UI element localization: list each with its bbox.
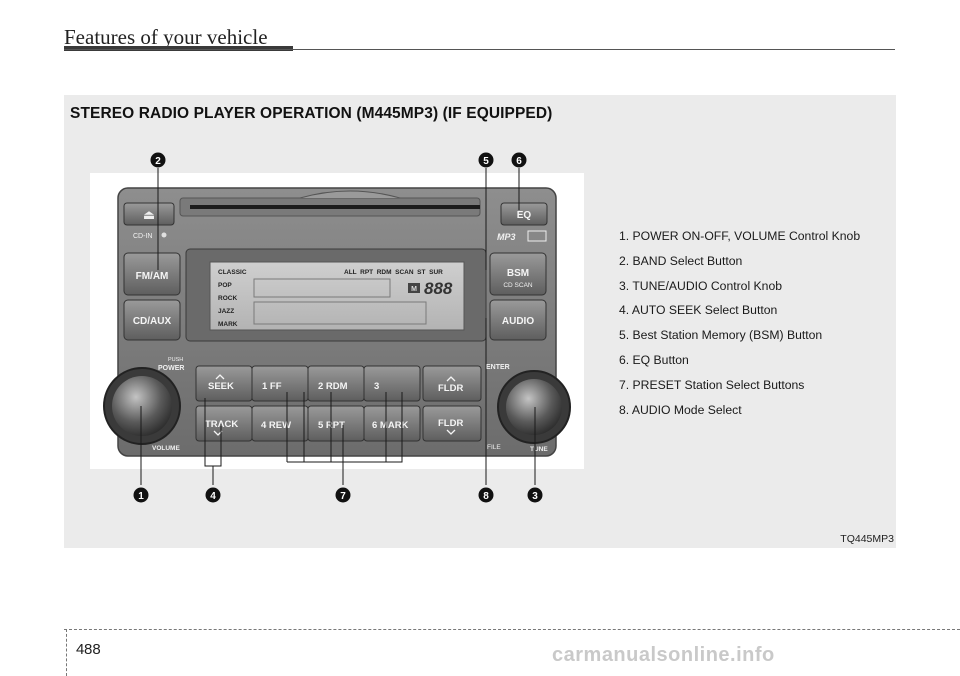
display-mode-item: CLASSIC	[218, 269, 247, 276]
callout-7-label: 7	[340, 491, 346, 502]
fldr-up-button[interactable]	[422, 365, 482, 402]
cd-in-label: CD-IN	[133, 233, 152, 240]
legend-item-bsm: 5. Best Station Memory (BSM) Button	[619, 328, 823, 343]
legend-item-preset: 7. PRESET Station Select Buttons	[619, 377, 805, 392]
callout-5	[478, 152, 494, 168]
cd-aux-label: CD/AUX	[133, 316, 172, 327]
eq-label: EQ	[517, 210, 532, 221]
cd-in-indicator	[161, 232, 167, 238]
footer-vertical-divider	[66, 629, 67, 676]
display-mode-item: POP	[218, 282, 232, 289]
seek-up-chevron-icon	[215, 374, 225, 380]
bsm-label: BSM	[507, 268, 529, 279]
legend-item-audio-mode: 8. AUDIO Mode Select	[619, 402, 742, 417]
file-label: FILE	[487, 444, 501, 451]
callout-6-label: 6	[516, 156, 522, 167]
eq-button[interactable]	[500, 202, 548, 226]
footer-divider	[64, 629, 960, 630]
callout-1-label: 1	[138, 491, 144, 502]
display-digits: 888	[424, 279, 453, 298]
track-label: TRACK	[205, 419, 238, 430]
callout-3	[527, 487, 543, 503]
preset-6-mark-button[interactable]	[363, 405, 421, 442]
display-indicators: ALL RPT RDM SCAN ST SUR	[344, 269, 443, 276]
display-m-badge-label: M	[411, 286, 417, 293]
fm-am-label: FM/AM	[136, 271, 169, 282]
audio-button[interactable]	[489, 299, 547, 341]
eject-icon: ⏏	[143, 207, 155, 222]
preset-3-label: 3	[374, 381, 379, 392]
fldr-up-chevron-icon	[446, 376, 456, 382]
display-m-badge	[408, 283, 420, 293]
callout-6	[511, 152, 527, 168]
fldr-up-label: FLDR	[438, 383, 463, 394]
display-mode-item: MARK	[218, 321, 238, 328]
preset-buttons-top-row	[195, 365, 482, 402]
audio-label: AUDIO	[502, 316, 534, 327]
preset-2-label: 2 RDM	[318, 381, 348, 392]
cd-logo-icon	[527, 230, 547, 242]
cd-aux-button[interactable]	[123, 299, 181, 341]
legend-item-tune-audio: 3. TUNE/AUDIO Control Knob	[619, 278, 783, 293]
legend-item-auto-seek: 4. AUTO SEEK Select Button	[619, 303, 778, 318]
fldr-down-label: FLDR	[438, 418, 463, 429]
legend-item-power-volume: 1. POWER ON-OFF, VOLUME Control Knob	[619, 229, 861, 243]
legend-item-band: 2. BAND Select Button	[619, 253, 743, 268]
seek-label: SEEK	[208, 381, 234, 392]
volume-label: VOLUME	[152, 445, 180, 452]
callout-8	[478, 487, 494, 503]
legend-list: 1. POWER ON-OFF, VOLUME Control Knob 2. …	[619, 228, 860, 426]
footer-page-number: 88	[84, 641, 101, 658]
bsm-button[interactable]	[489, 252, 547, 296]
callout-5-label: 5	[483, 156, 489, 167]
preset-3-button[interactable]	[363, 365, 421, 402]
page-header-title: Features of your vehicle	[64, 25, 268, 49]
mp3-logo: MP3	[497, 232, 516, 242]
callout-2	[150, 152, 166, 168]
tune-label: TUNE	[530, 446, 548, 453]
display-mode-list: CLASSIC POP ROCK JAZZ MARK	[218, 269, 247, 328]
callout-3-label: 3	[532, 491, 538, 502]
cd-scan-label: CD SCAN	[503, 282, 533, 289]
header-rule	[64, 49, 895, 50]
preset-6-label: 6 MARK	[372, 420, 409, 431]
watermark: carmanualsonline.info	[552, 644, 775, 666]
callout-badges	[133, 152, 543, 503]
preset-4-label: 4 REW	[261, 420, 291, 431]
enter-label: ENTER	[486, 364, 510, 371]
fldr-down-chevron-icon	[446, 429, 456, 435]
cd-slot	[190, 205, 480, 209]
preset-5-label: 5 RPT	[318, 420, 345, 431]
callout-4-label: 4	[210, 491, 216, 502]
eject-button[interactable]	[123, 202, 175, 226]
push-label: PUSH	[168, 357, 183, 363]
preset-1-label: 1 FF	[262, 381, 282, 392]
preset-buttons-bottom-row	[195, 405, 482, 442]
header-accent-bar	[64, 46, 293, 51]
callout-leader-lines	[140, 168, 536, 485]
fm-am-button[interactable]	[123, 252, 181, 296]
display-mode-item: JAZZ	[218, 308, 234, 315]
fldr-down-button[interactable]	[422, 405, 482, 442]
section-heading: STEREO RADIO PLAYER OPERATION (M445MP3) …	[70, 105, 553, 122]
callout-1	[133, 487, 149, 503]
power-label: POWER	[158, 365, 184, 372]
display-mode-item: ROCK	[218, 295, 237, 302]
callout-4	[205, 487, 221, 503]
lcd-display	[209, 261, 465, 331]
callout-2-label: 2	[155, 156, 161, 167]
legend-item-eq: 6. EQ Button	[619, 352, 689, 367]
callout-7	[335, 487, 351, 503]
footer-section-number: 4	[76, 641, 85, 658]
image-code: TQ445MP3	[840, 533, 894, 545]
callout-8-label: 8	[483, 491, 489, 502]
